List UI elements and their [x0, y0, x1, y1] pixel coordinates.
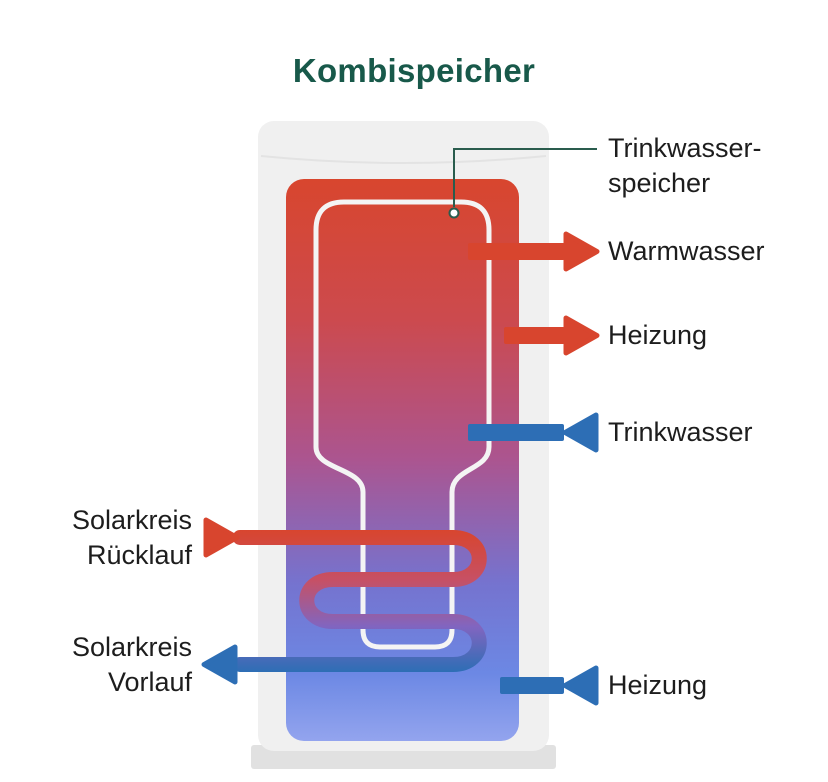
heizung-bottom-arrow-head [562, 665, 599, 706]
warmwasser-arrow-head [563, 231, 600, 272]
inner-tank-outline [313, 199, 492, 650]
label-trinkwasserspeicher-line1: Trinkwasser- [608, 133, 762, 163]
heizung-top-arrow-shaft [504, 327, 565, 344]
label-solarkreis-ruecklauf-line1: Solarkreis [71, 505, 192, 535]
tank-lid-seam [260, 155, 547, 164]
diagram-title: Kombispeicher [292, 52, 536, 89]
trinkwasser-arrow-head [562, 412, 599, 453]
label-trinkwasserspeicher: Trinkwasser- speicher [608, 131, 762, 201]
tank-water-gradient [286, 179, 519, 741]
solarkreis-ruecklauf-arrow-head [203, 517, 240, 558]
label-trinkwasser: Trinkwasser [608, 417, 753, 447]
heizung-bottom-arrow-shaft [500, 677, 564, 694]
label-solarkreis-vorlauf-line1: Solarkreis [71, 632, 192, 662]
warmwasser-arrow-shaft [468, 243, 565, 260]
label-heizung-bottom: Heizung [608, 670, 708, 700]
label-warmwasser: Warmwasser [608, 236, 765, 266]
label-solarkreis-ruecklauf-line2: Rücklauf [86, 540, 192, 570]
solarkreis-vorlauf-arrow-head [201, 644, 238, 685]
label-solarkreis-vorlauf: Solarkreis Vorlauf [20, 630, 192, 700]
callout-line [453, 148, 597, 207]
solar-coil-pipe [232, 530, 487, 672]
label-trinkwasserspeicher-line2: speicher [608, 168, 711, 198]
callout-marker [448, 207, 460, 219]
heizung-top-arrow-head [563, 315, 600, 356]
label-solarkreis-vorlauf-line2: Vorlauf [107, 667, 192, 697]
label-heizung-top: Heizung [608, 320, 708, 350]
trinkwasser-arrow-shaft [468, 424, 564, 441]
label-solarkreis-ruecklauf: Solarkreis Rücklauf [20, 503, 192, 573]
